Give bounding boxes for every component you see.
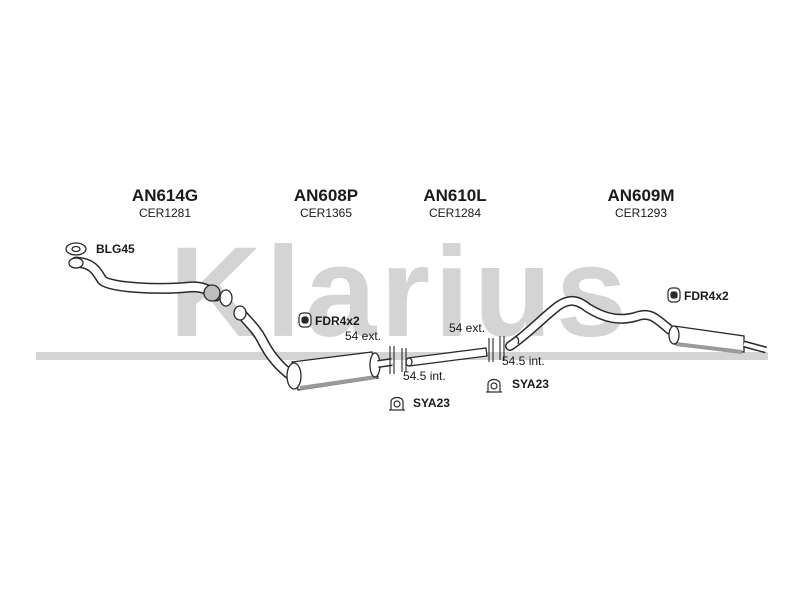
clamp-label-1: SYA23 bbox=[413, 396, 450, 410]
middle-silencer bbox=[233, 305, 393, 391]
part-code-an609m: AN609M bbox=[607, 186, 675, 205]
clamp-label-2: SYA23 bbox=[512, 377, 549, 391]
dim-int-2: 54.5 int. bbox=[502, 354, 545, 368]
part-ref-cer1293: CER1293 bbox=[614, 206, 668, 220]
gasket-icon bbox=[65, 242, 87, 256]
rubber-bracket-icon bbox=[667, 287, 681, 303]
dim-int-1: 54.5 int. bbox=[403, 369, 446, 383]
front-pipe bbox=[68, 256, 233, 307]
clamp-icon bbox=[389, 396, 405, 411]
part-code-an610l: AN610L bbox=[423, 186, 487, 205]
intermediate-pipe bbox=[405, 347, 488, 367]
dim-ext-2: 54 ext. bbox=[449, 321, 486, 335]
part-ref-cer1281: CER1281 bbox=[138, 206, 192, 220]
watermark-text: Klarius bbox=[169, 221, 631, 364]
rear-silencer bbox=[505, 296, 767, 354]
rubber-bracket-icon bbox=[298, 312, 312, 328]
gasket-label: BLG45 bbox=[96, 242, 135, 256]
bracket-label-2: FDR4x2 bbox=[684, 289, 729, 303]
part-ref-cer1365: CER1365 bbox=[299, 206, 353, 220]
joint-marker-2 bbox=[488, 336, 505, 362]
part-code-an608p: AN608P bbox=[293, 186, 359, 205]
bracket-label-1: FDR4x2 bbox=[315, 314, 360, 328]
clamp-icon bbox=[486, 378, 502, 393]
part-code-an614g: AN614G bbox=[131, 186, 199, 205]
dim-ext-1: 54 ext. bbox=[345, 329, 382, 343]
part-ref-cer1284: CER1284 bbox=[428, 206, 482, 220]
